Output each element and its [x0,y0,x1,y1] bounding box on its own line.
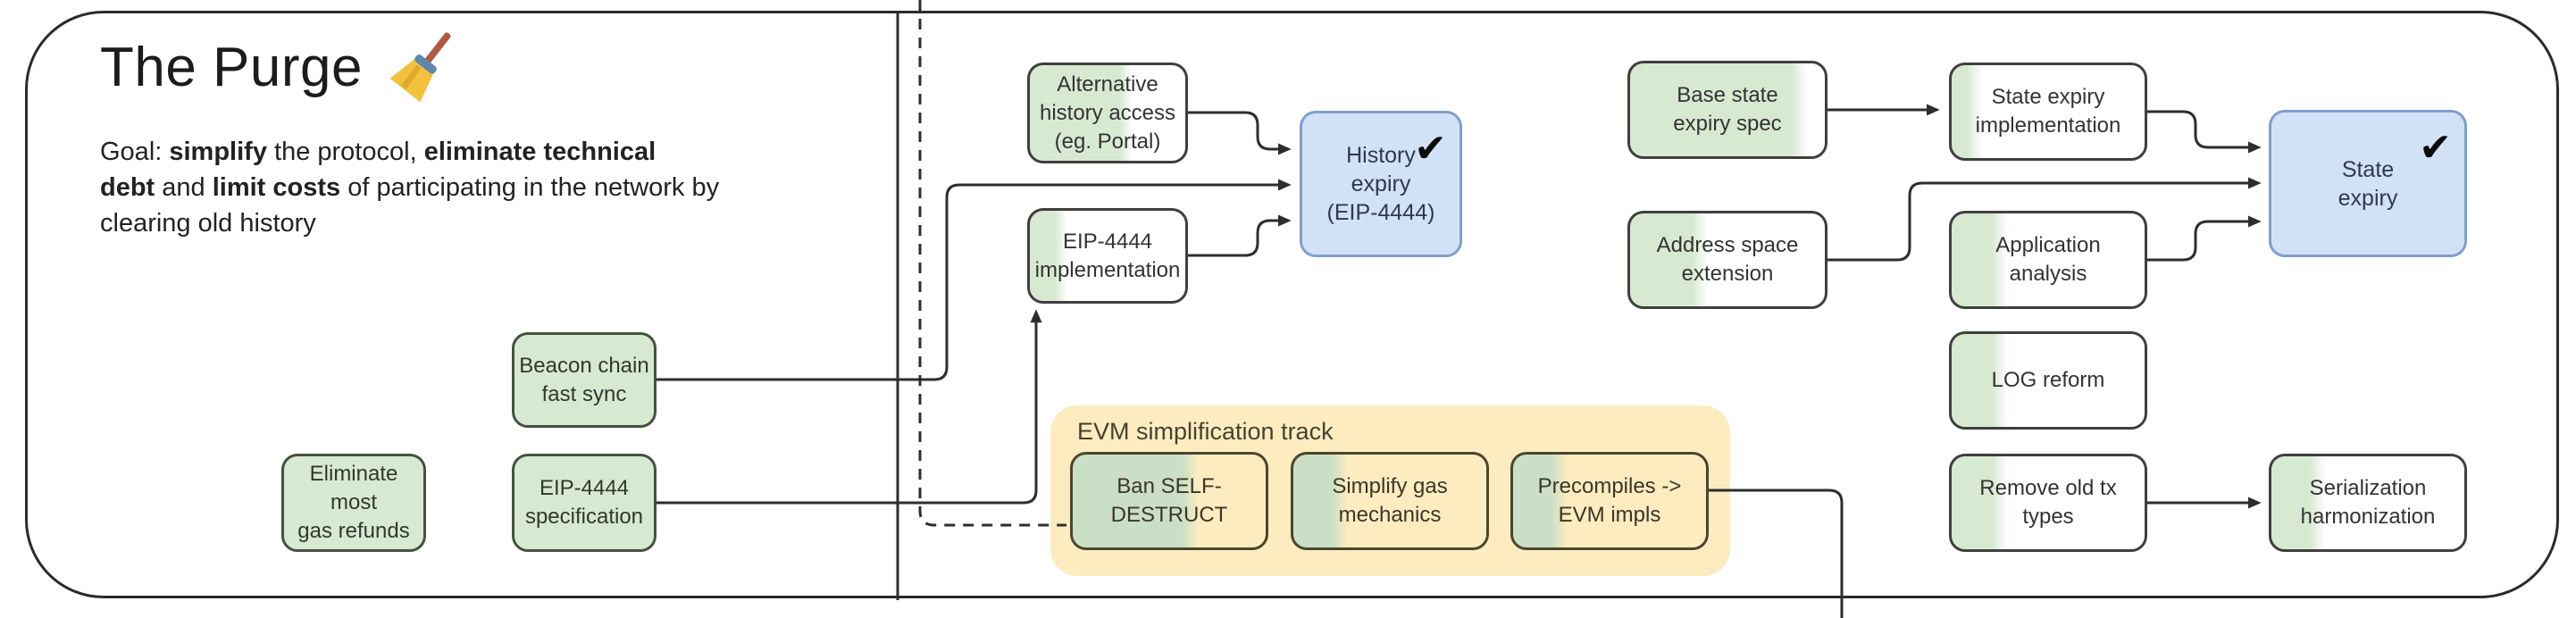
node-eip4444-spec: EIP-4444 specification [512,454,657,552]
goal-segment: and [155,173,213,202]
node-label: Alternative history access (eg. Portal) [1039,71,1176,154]
node-label: Ban SELF- DESTRUCT [1110,474,1228,527]
node-base-state-expiry-spec: Base state expiry spec [1627,61,1827,159]
node-state-expiry-implementation: State expiry implementation [1949,63,2147,161]
goal-segment: of participating in the network by clear… [100,173,720,238]
title-row: The Purge [100,27,463,108]
node-alt-history-access: Alternative history access (eg. Portal) [1027,63,1188,163]
node-simplify-gas-mechanics: Simplify gas mechanics [1291,452,1489,550]
goal-segment: Goal: [100,138,170,166]
done-check-icon: ✔ [1414,127,1447,171]
node-state-expiry: State expiry ✔ [2269,110,2467,257]
node-ban-selfdestruct: Ban SELF- DESTRUCT [1070,452,1268,550]
node-label: Serialization harmonization [2300,476,2436,529]
goal-segment: simplify [169,138,267,166]
node-label: EIP-4444 implementation [1034,229,1181,282]
node-label: Precompiles -> EVM impls [1537,474,1682,527]
broom-icon [386,27,463,108]
goal-segment: limit costs [212,173,341,202]
node-label: History expiry (EIP-4444) [1326,143,1435,225]
node-application-analysis: Application analysis [1949,211,2147,309]
goal-text: Goal: simplify the protocol, eliminate t… [100,134,850,241]
node-serialization-harmonization: Serialization harmonization [2269,454,2467,552]
node-precompiles-evm-impls: Precompiles -> EVM impls [1510,452,1709,550]
node-remove-old-tx-types: Remove old tx types [1949,454,2147,552]
node-label: State expiry implementation [1975,85,2121,138]
goal-segment: eliminate technical debt [100,138,657,202]
node-address-space-extension: Address space extension [1627,211,1827,309]
done-check-icon: ✔ [2419,126,2452,170]
evm-track-label: EVM simplification track [1077,418,1334,445]
edge-address-space-to-state-expiry [1827,177,2262,262]
edge-implementation-to-history-expiry [1188,214,1292,257]
node-eliminate-gas-refunds: Eliminate most gas refunds [281,454,426,552]
node-label: LOG reform [1991,368,2105,392]
edge-state-impl-to-state-expiry [2147,110,2262,154]
node-label: State expiry [2338,156,2398,211]
node-label: Eliminate most gas refunds [297,462,410,543]
node-label: Simplify gas mechanics [1332,474,1448,527]
node-label: Base state expiry spec [1673,83,1782,136]
edge-spec-to-implementation [655,309,1042,505]
page-title: The Purge [100,37,364,98]
section-frame [25,11,2559,598]
node-history-expiry: History expiry (EIP-4444)✔ [1300,111,1462,257]
edge-app-analysis-to-state-expiry [2147,215,2262,262]
node-label: Beacon chain fast sync [519,353,649,406]
node-eip4444-implementation: EIP-4444 implementation [1027,208,1188,304]
edge-beacon-to-history-expiry [655,179,1292,381]
node-log-reform: LOG reform [1949,331,2147,430]
node-label: Remove old tx types [1979,476,2117,529]
dashed-dependency-line [918,0,1066,527]
edge-precompiles-to-offscreen [1709,489,1844,618]
node-label: EIP-4444 specification [524,476,644,529]
edge-alt-history-to-history-expiry [1188,111,1292,155]
node-label: Application analysis [1995,233,2101,286]
node-label: Address space extension [1656,233,1799,286]
goal-segment: the protocol, [266,138,424,166]
node-beacon-fast-sync: Beacon chain fast sync [512,332,657,428]
